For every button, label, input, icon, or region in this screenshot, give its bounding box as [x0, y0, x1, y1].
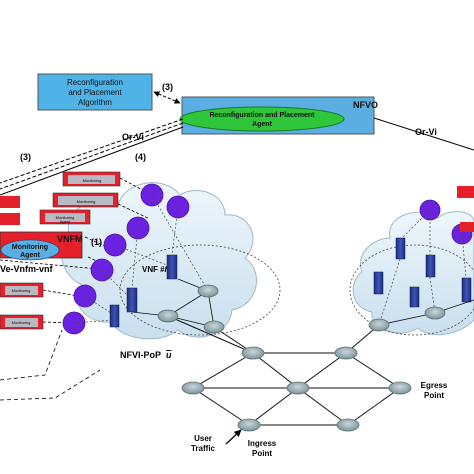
- agent-label: Monitoring: [12, 288, 31, 293]
- servers-right: [373, 237, 472, 308]
- router-icon: [286, 381, 310, 395]
- server-icon: [409, 286, 420, 308]
- monitoring-agent-box-5: Monitoring: [0, 314, 44, 330]
- vnfm-box: VNFM Monitoring Agent: [0, 231, 83, 261]
- agent-label: Monitoring: [12, 320, 31, 325]
- algorithm-line1: Reconfiguration: [67, 78, 123, 87]
- router-icon: [197, 284, 219, 298]
- egress-line1: Egress: [421, 381, 448, 390]
- step-label-3-left: (3): [20, 152, 31, 162]
- right-monitoring-box-2: [460, 222, 474, 232]
- ingress-line2: Point: [252, 449, 272, 458]
- monitoring-agent-box-edge-2: [0, 213, 20, 225]
- ingress-line1: Ingress: [248, 439, 277, 448]
- user-traffic-line1: User: [194, 434, 212, 443]
- agent-label: Monitoring: [77, 199, 96, 204]
- left-dashed-control-lines: [0, 329, 101, 401]
- router-icon: [368, 318, 390, 332]
- left-cloud: [61, 182, 258, 340]
- algorithm-nfvo-arrow: [153, 91, 181, 104]
- vnfm-label: VNFM: [57, 234, 83, 244]
- agent-label: Monitoring: [56, 215, 75, 220]
- right-cloud: [352, 211, 474, 336]
- router-icon: [334, 346, 358, 360]
- step-label-1: (1): [91, 237, 102, 247]
- server-icon: [109, 304, 120, 328]
- server-icon: [461, 277, 472, 303]
- user-traffic-arrow: [225, 429, 242, 445]
- router-icon: [203, 320, 225, 334]
- agent-label-2: Agent: [60, 219, 71, 224]
- monitoring-agent-ellipse: [0, 239, 60, 261]
- nfvo-label: NFVO: [353, 100, 378, 110]
- algorithm-line3: Algorithm: [78, 98, 112, 107]
- monitoring-agent-box-3: Monitoring Agent: [39, 209, 91, 225]
- right-monitoring-box-1: [457, 186, 474, 198]
- router-icon: [241, 346, 265, 360]
- router-icon: [157, 309, 179, 323]
- reconfiguration-algorithm-box: Reconfiguration and Placement Algorithm: [37, 73, 153, 111]
- router-icon: [237, 418, 261, 432]
- or-vi-left-lines: [0, 118, 184, 196]
- monitoring-agent-box-1: Monitoring: [62, 171, 121, 187]
- server-icon: [373, 271, 384, 295]
- nfvi-pop-label: NFVI-PoP: [120, 350, 161, 360]
- left-pop-boundary: [119, 244, 281, 336]
- vnfm-monitoring-line2: Agent: [20, 252, 41, 259]
- right-cloud-dotted-links: [378, 209, 467, 326]
- monitoring-agent-box-4: Monitoring: [0, 282, 44, 298]
- algorithm-line2: and Placement: [68, 88, 122, 97]
- server-icon: [395, 237, 406, 260]
- agent-label: Monitoring: [83, 178, 102, 183]
- right-pop-boundary: [349, 244, 474, 336]
- left-cloud-dotted-links: [73, 194, 209, 324]
- step-label-4: (4): [135, 152, 146, 162]
- egress-line2: Point: [424, 391, 444, 400]
- vnf-label: VNF: [142, 265, 158, 274]
- or-vi-left-label: Or-Vi: [122, 132, 144, 142]
- ve-vnfm-label: Ve-Vnfm-vnf: [0, 264, 54, 274]
- or-vi-right-line: [373, 117, 474, 151]
- routers: [157, 284, 446, 432]
- router-icon: [181, 381, 205, 395]
- server-icon: [126, 287, 138, 313]
- step-label-3-top: (3): [162, 82, 173, 92]
- agent-line1: Reconfiguration and Placement: [209, 112, 315, 119]
- server-icon: [425, 254, 436, 278]
- vnf-index: #h: [160, 265, 169, 274]
- router-icon: [424, 306, 446, 320]
- nfvo-box: NFVO Reconfiguration and Placement Agent: [179, 96, 378, 135]
- agent-line2: Agent: [252, 121, 273, 128]
- router-icon: [336, 418, 360, 432]
- monitoring-agent-box-edge-1: [0, 196, 20, 208]
- vnfm-monitoring-line1: Monitoring: [12, 244, 48, 251]
- nfvi-pop-index: u: [166, 350, 172, 360]
- or-vi-right-label: Or-Vi: [415, 127, 437, 137]
- placement-agent-ellipse: [179, 106, 345, 132]
- router-icon: [388, 381, 412, 395]
- monitoring-agent-box-2: Monitoring: [52, 192, 119, 208]
- user-traffic-line2: Traffic: [191, 444, 216, 453]
